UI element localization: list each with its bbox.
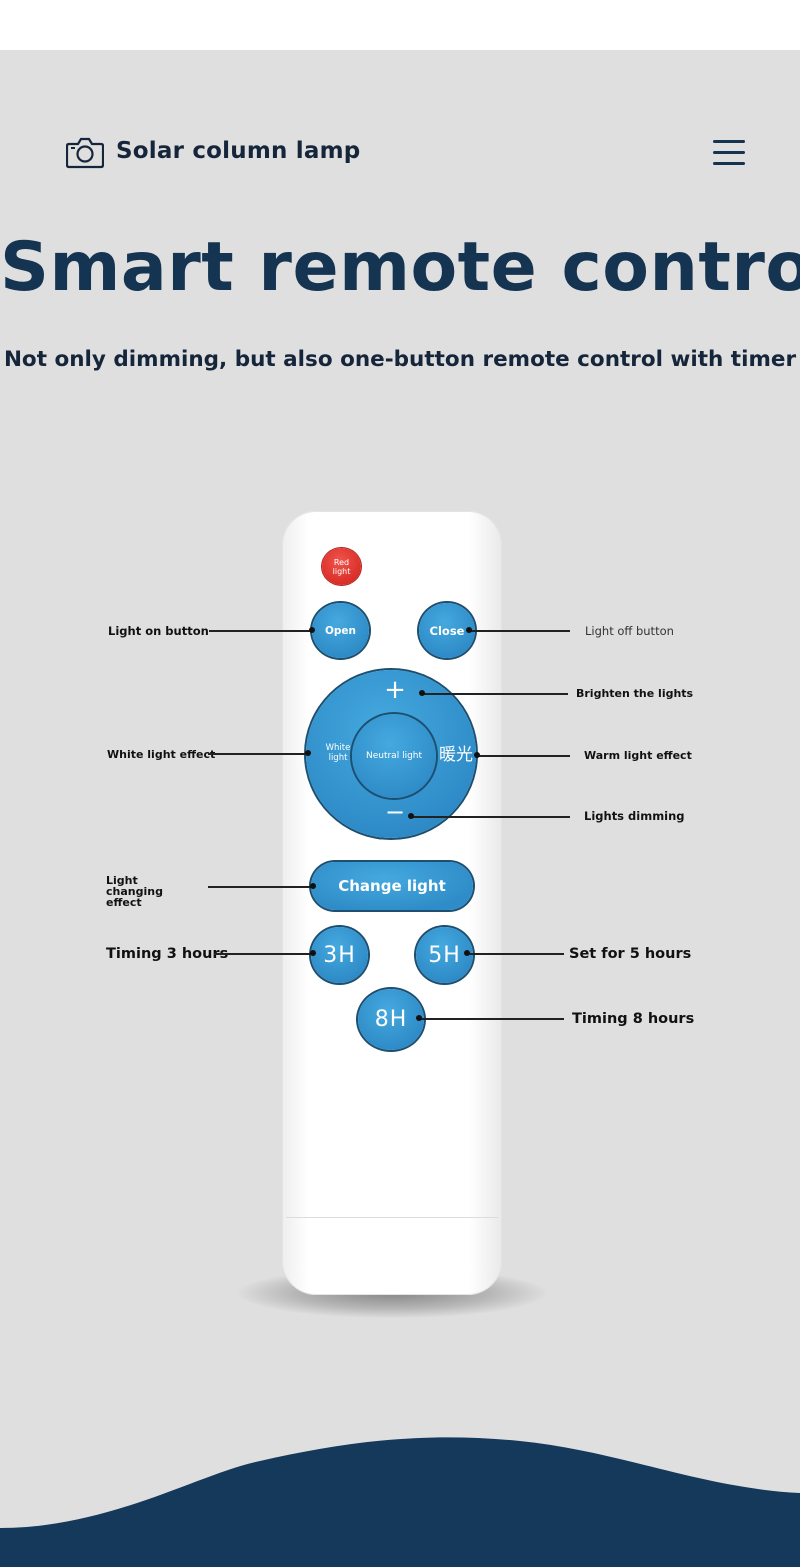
callout-dot: [419, 690, 425, 696]
callout-line: [208, 886, 314, 888]
minus-button[interactable]: −: [384, 798, 406, 826]
callout-line: [214, 953, 314, 955]
warm-light-button[interactable]: 暖光: [439, 745, 473, 765]
callout-light-on: Light on button: [108, 624, 209, 638]
callout-changing: Light changing effect: [106, 874, 163, 909]
plus-button[interactable]: +: [384, 675, 406, 705]
callout-dot: [309, 627, 315, 633]
callout-dot: [310, 883, 316, 889]
callout-warm-effect: Warm light effect: [584, 749, 692, 762]
callout-dimming: Lights dimming: [584, 809, 685, 823]
callout-line: [412, 816, 570, 818]
callout-light-off: Light off button: [585, 624, 674, 638]
timer-5h-label: 5H: [428, 942, 461, 968]
timer-8h-label: 8H: [374, 1007, 408, 1032]
neutral-light-button[interactable]: Neutral light: [352, 714, 436, 798]
callout-line: [208, 753, 308, 755]
callout-line: [209, 630, 313, 632]
callout-dot: [416, 1015, 422, 1021]
timer-5h-button[interactable]: 5H: [416, 927, 473, 983]
change-light-button[interactable]: Change light: [311, 862, 473, 910]
callout-brighten: Brighten the lights: [576, 687, 694, 700]
timer-3h-button[interactable]: 3H: [311, 927, 368, 983]
callout-dot: [305, 750, 311, 756]
close-label: Close: [429, 623, 465, 638]
callout-timing-3: Timing 3 hours: [106, 946, 229, 962]
product-banner: Solar column lamp Smart remote control N…: [0, 50, 800, 1567]
callout-line: [478, 755, 570, 757]
timer-8h-button[interactable]: 8H: [358, 989, 424, 1050]
callout-timing-5: Set for 5 hours: [569, 946, 692, 962]
callout-dot: [464, 950, 470, 956]
open-button[interactable]: Open: [312, 603, 369, 658]
bottom-wave: [0, 1437, 800, 1567]
camera-icon: [66, 137, 104, 169]
neutral-light-label: Neutral light: [365, 751, 423, 761]
callout-dot: [466, 627, 472, 633]
remote-seam: [286, 1217, 498, 1218]
change-light-label: Change light: [338, 877, 446, 895]
callout-line: [424, 693, 568, 695]
red-light-button[interactable]: Red light: [322, 548, 361, 585]
callout-line: [420, 1018, 564, 1020]
hamburger-menu-icon[interactable]: [713, 138, 747, 168]
callout-white-effect: White light effect: [107, 748, 216, 761]
red-light-label: Red light: [332, 557, 351, 576]
callout-line: [468, 953, 564, 955]
callout-dot: [408, 813, 414, 819]
page-headline: Smart remote control: [0, 228, 800, 307]
page-subheadline: Not only dimming, but also one-button re…: [3, 347, 797, 372]
callout-dot: [310, 950, 316, 956]
open-label: Open: [324, 624, 357, 637]
brand-title: Solar column lamp: [116, 138, 361, 164]
timer-3h-label: 3H: [323, 942, 356, 968]
callout-dot: [474, 752, 480, 758]
callout-line: [470, 630, 570, 632]
close-button[interactable]: Close: [419, 603, 475, 658]
white-light-button[interactable]: White light: [325, 743, 351, 763]
callout-timing-8: Timing 8 hours: [572, 1011, 695, 1027]
